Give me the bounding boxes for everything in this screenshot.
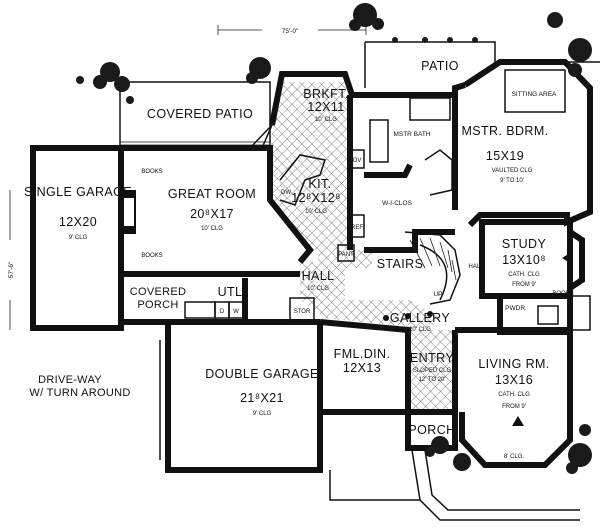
bay-clg-label: 8' CLG. bbox=[504, 454, 524, 460]
brkft-clg: 10' CLG bbox=[315, 117, 337, 123]
great-room-label: GREAT ROOM bbox=[168, 187, 256, 201]
great-room-size: 20⁸X17 bbox=[190, 207, 234, 221]
tree-icon bbox=[76, 76, 134, 104]
books-label: BOOKS bbox=[141, 253, 162, 259]
study-size: 13X10⁸ bbox=[502, 253, 546, 267]
tree-icon bbox=[547, 12, 563, 28]
entry-clg2: 12' TO 20' bbox=[418, 377, 445, 383]
pwdr-label: PWDR. bbox=[505, 305, 527, 312]
living-ceiling-arrow-icon bbox=[512, 416, 524, 426]
covered-porch-label-2: PORCH bbox=[137, 299, 178, 311]
kit-clg: 10' CLG bbox=[305, 209, 327, 215]
mstr-bdrm-size: 15X19 bbox=[486, 149, 524, 163]
mstr-bath-label: MSTR BATH bbox=[393, 131, 430, 138]
up-label: UP bbox=[433, 291, 442, 298]
driveway-line-1: DRIVE-WAY bbox=[38, 374, 102, 386]
tree-icon bbox=[568, 38, 592, 77]
driveway-line-2: W/ TURN AROUND bbox=[29, 387, 130, 399]
study-clg: CATH. CLG bbox=[508, 272, 540, 278]
wic-label: W-I-CLOS bbox=[382, 200, 413, 207]
dryer-label: D bbox=[220, 309, 225, 315]
kit-size: 12⁸X12⁸ bbox=[291, 191, 341, 205]
gallery-label: GALLERY bbox=[390, 311, 451, 325]
tile-floors bbox=[270, 82, 455, 412]
hall-clg: 10' CLG bbox=[307, 286, 329, 292]
living-rm-label: LIVING RM. bbox=[478, 357, 549, 371]
entry-clg: SLOPED CLG bbox=[413, 368, 452, 374]
porch-label: PORCH bbox=[408, 423, 455, 437]
landscape-trees bbox=[76, 3, 592, 474]
single-garage-size: 12X20 bbox=[59, 215, 97, 229]
living-rm-clg2: FROM 9' bbox=[502, 404, 526, 410]
great-room-clg: 10' CLG bbox=[201, 226, 223, 232]
fixture-labels: BOOKS BOOKS BOOKS DW OV REF PANT STOR D … bbox=[141, 158, 573, 315]
driveway-label: DRIVE-WAY W/ TURN AROUND bbox=[29, 374, 130, 399]
single-garage-label: SINGLE GARAGE bbox=[24, 185, 132, 199]
ref-label: REF bbox=[351, 225, 363, 231]
mstr-bdrm-clg: VAULTED CLG bbox=[492, 168, 533, 174]
double-garage-label: DOUBLE GARAGE bbox=[205, 367, 319, 381]
books-label: BOOKS bbox=[552, 291, 573, 297]
double-garage-size: 21⁸X21 bbox=[240, 391, 284, 405]
room-labels: COVERED PATIO PATIO BRKFT. 12X11 10' CLG… bbox=[24, 59, 557, 460]
tree-icon bbox=[349, 3, 384, 31]
ov-label: OV bbox=[353, 158, 362, 164]
covered-patio-label: COVERED PATIO bbox=[147, 107, 253, 121]
gallery-railing bbox=[383, 311, 433, 321]
tree-icon bbox=[425, 436, 449, 457]
brkft-size: 12X11 bbox=[307, 100, 344, 114]
study-clg2: FROM 9' bbox=[512, 282, 536, 288]
tree-icon bbox=[392, 37, 478, 43]
study-ceiling-arrow-icon bbox=[562, 253, 570, 263]
entry-label: ENTRY bbox=[410, 351, 454, 365]
utl-label: UTL bbox=[218, 285, 243, 299]
patio-label: PATIO bbox=[421, 59, 459, 73]
dw-label: DW bbox=[281, 190, 291, 196]
double-garage-clg: 9' CLG bbox=[253, 411, 272, 417]
washer-label: W bbox=[233, 309, 239, 315]
hall-label: HALL bbox=[302, 269, 335, 283]
gallery-clg: 20' CLG bbox=[409, 327, 431, 333]
pant-label: PANT bbox=[338, 252, 354, 258]
tree-icon bbox=[453, 453, 471, 471]
tree-icon bbox=[579, 424, 591, 436]
tree-icon bbox=[246, 57, 271, 84]
hall-small-label: HALL bbox=[468, 264, 484, 270]
mstr-bdrm-clg2: 9' TO 10' bbox=[500, 178, 524, 184]
brkft-label: BRKFT. bbox=[303, 87, 348, 101]
mstr-bdrm-label: MSTR. BDRM. bbox=[461, 124, 548, 138]
single-garage-clg: 9' CLG bbox=[69, 235, 88, 241]
study-label: STUDY bbox=[502, 237, 547, 251]
depth-dimension: 57'-6" bbox=[8, 261, 15, 278]
sitting-area-label: SITTING AREA bbox=[512, 91, 557, 98]
fireplace-icon bbox=[118, 190, 136, 234]
stor-label: STOR bbox=[294, 309, 311, 315]
tree-icon bbox=[566, 443, 592, 474]
walls bbox=[30, 59, 593, 521]
living-rm-size: 13X16 bbox=[495, 373, 533, 387]
books-label: BOOKS bbox=[141, 169, 162, 175]
tree-icon bbox=[93, 62, 130, 92]
covered-porch-label-1: COVERED bbox=[130, 286, 187, 298]
width-dimension: 75'-0" bbox=[282, 28, 299, 35]
living-rm-clg: CATH. CLG bbox=[498, 392, 530, 398]
kit-label: KIT. bbox=[308, 177, 331, 191]
stairs-label: STAIRS bbox=[377, 257, 424, 271]
fml-din-size: 12X13 bbox=[343, 361, 381, 375]
fml-din-label: FML.DIN. bbox=[334, 347, 391, 361]
